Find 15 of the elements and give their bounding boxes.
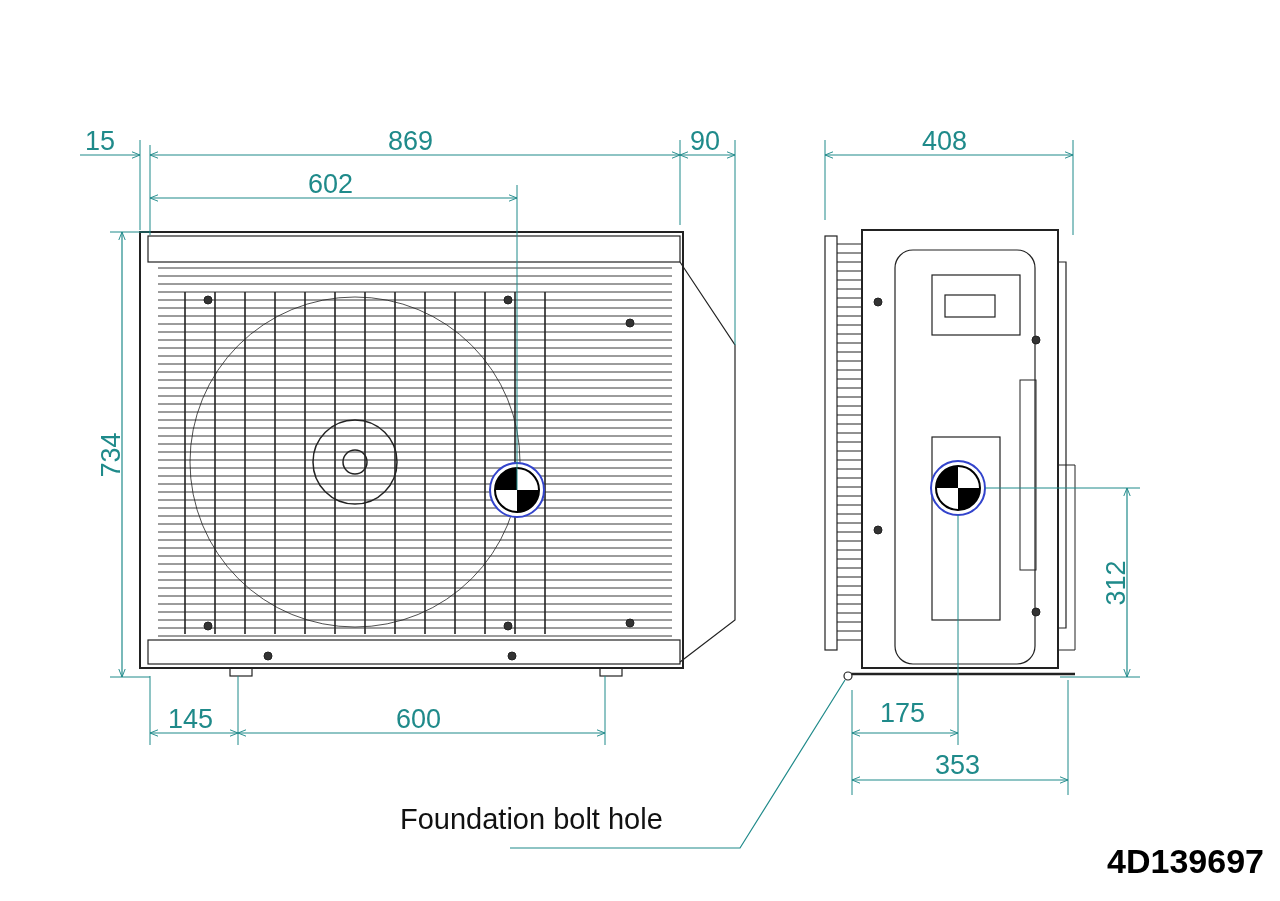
dimension-value: 869 (388, 126, 434, 156)
drawing-number: 4D139697 (1107, 842, 1264, 881)
dimension-value: 15 (85, 126, 116, 156)
dimension-value: 175 (880, 698, 926, 728)
dimension-value: 734 (95, 432, 126, 478)
dimension-value: 312 (1100, 560, 1131, 606)
callout-text: Foundation bolt hole (400, 802, 663, 836)
dimension-value: 602 (308, 169, 354, 199)
dimension-value: 90 (690, 126, 721, 156)
dimension-value: 145 (168, 704, 214, 734)
bolt-hole (843, 671, 853, 681)
leader-line (509, 679, 846, 849)
dimension-value: 353 (935, 750, 981, 780)
dimension-value: 408 (922, 126, 968, 156)
dimension-value: 600 (396, 704, 442, 734)
